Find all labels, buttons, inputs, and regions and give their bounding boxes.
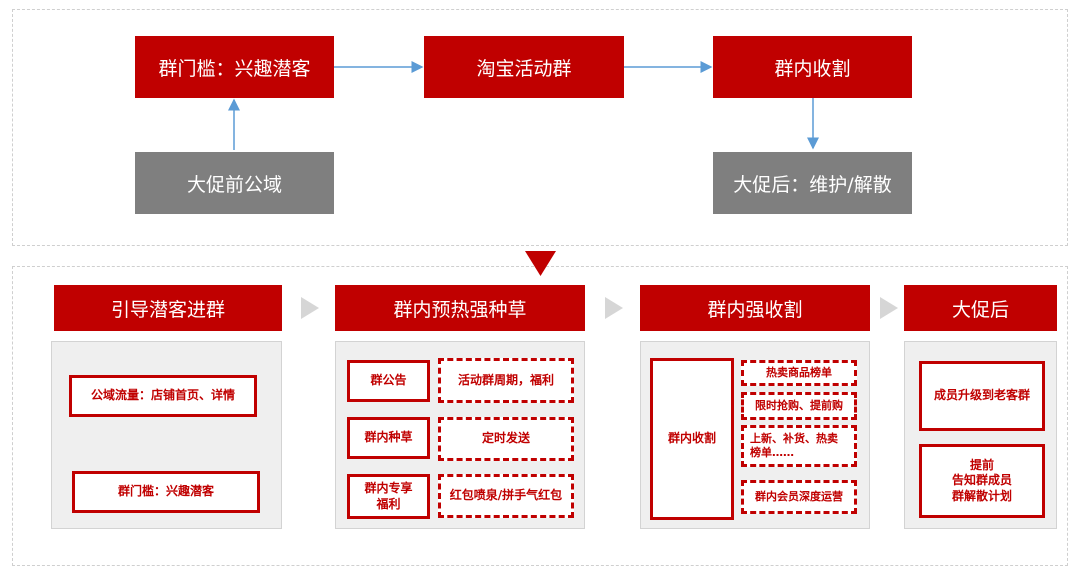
stage-header-after: 大促后: [904, 285, 1057, 331]
harvest-member-ops: 群内会员深度运营: [741, 480, 857, 514]
harvest-flash-sale: 限时抢购、提前购: [741, 392, 857, 420]
chevron-right-icon: [605, 297, 623, 319]
node-after-promo: 大促后：维护/解散: [713, 152, 912, 214]
guide-public-traffic: 公域流量：店铺首页、详情: [69, 375, 257, 417]
guide-threshold: 群门槛：兴趣潜客: [72, 471, 260, 513]
preheat-label-exclusive: 群内专享 福利: [347, 474, 430, 519]
chevron-right-icon: [301, 297, 319, 319]
node-threshold: 群门槛：兴趣潜客: [135, 36, 334, 98]
chevron-right-icon: [880, 297, 898, 319]
preheat-detail-seeding: 定时发送: [438, 417, 574, 461]
after-upgrade: 成员升级到老客群: [919, 361, 1045, 431]
harvest-new-restock: 上新、补货、热卖榜单……: [741, 425, 857, 467]
preheat-label-seeding: 群内种草: [347, 417, 430, 459]
preheat-detail-exclusive: 红包喷泉/拼手气红包: [438, 474, 574, 518]
node-public-domain: 大促前公域: [135, 152, 334, 214]
top-flow-frame: [12, 9, 1068, 246]
harvest-hot-list: 热卖商品榜单: [741, 360, 857, 386]
stage-header-harvest: 群内强收割: [640, 285, 870, 331]
after-dismiss-notice: 提前 告知群成员 群解散计划: [919, 444, 1045, 518]
stage-header-preheat: 群内预热强种草: [335, 285, 585, 331]
node-harvest: 群内收割: [713, 36, 912, 98]
preheat-label-announcement: 群公告: [347, 360, 430, 402]
preheat-detail-announcement: 活动群周期，福利: [438, 358, 574, 403]
stage-header-guide: 引导潜客进群: [54, 285, 282, 331]
node-taobao-group: 淘宝活动群: [424, 36, 624, 98]
harvest-main: 群内收割: [650, 358, 734, 520]
